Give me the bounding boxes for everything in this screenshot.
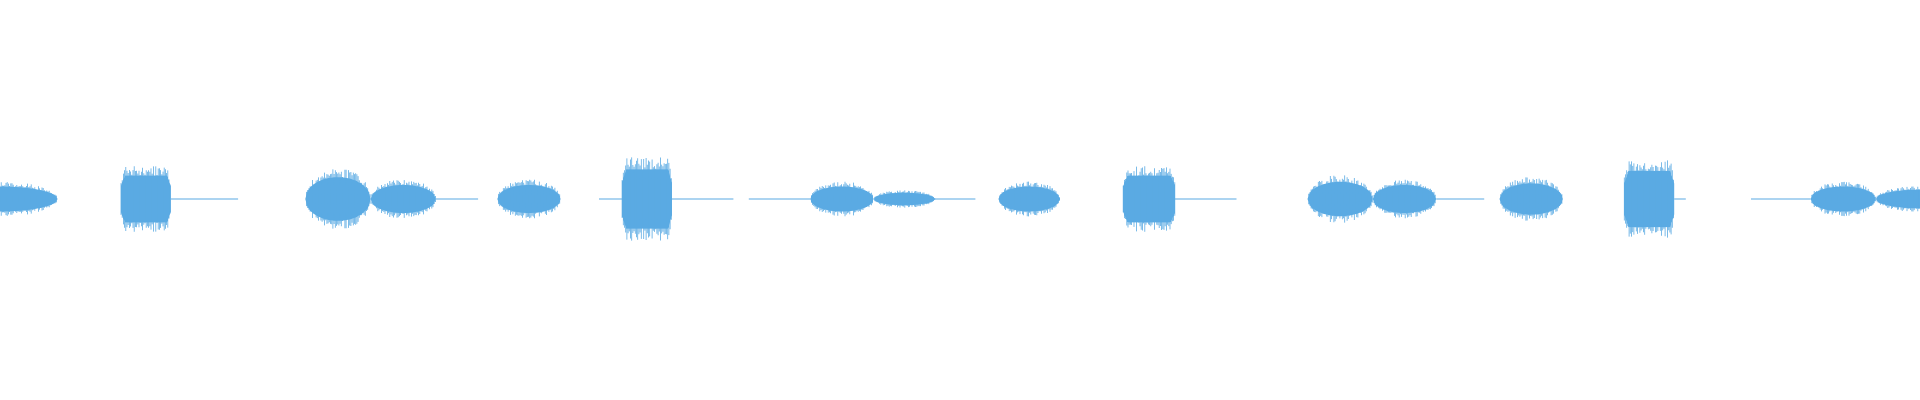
waveform-burst xyxy=(1372,179,1437,219)
burst-texture xyxy=(1308,175,1373,223)
burst-texture xyxy=(1876,186,1920,212)
waveform-burst xyxy=(1122,166,1176,232)
waveform-burst xyxy=(0,182,58,216)
burst-texture xyxy=(120,166,171,232)
waveform-burst xyxy=(1875,186,1920,212)
burst-texture xyxy=(498,179,561,219)
waveform-burst xyxy=(497,179,561,219)
burst-texture xyxy=(811,181,873,217)
burst-texture xyxy=(1373,179,1436,219)
burst-texture xyxy=(1623,160,1674,238)
waveform-burst xyxy=(1623,160,1675,238)
burst-texture xyxy=(621,157,672,241)
waveform-burst xyxy=(1307,175,1373,223)
waveform-burst xyxy=(1810,181,1876,217)
burst-texture xyxy=(1500,177,1563,221)
burst-texture xyxy=(371,180,436,218)
waveform-burst xyxy=(873,190,936,208)
burst-texture xyxy=(1811,181,1876,217)
waveform-burst xyxy=(621,157,672,241)
waveform-burst xyxy=(998,181,1060,217)
waveform-burst xyxy=(305,169,371,229)
burst-texture xyxy=(306,169,371,229)
burst-texture xyxy=(874,190,936,208)
waveform-burst xyxy=(120,166,171,232)
burst-texture xyxy=(1122,166,1176,232)
burst-texture xyxy=(0,182,57,216)
waveform-burst xyxy=(810,181,874,217)
burst-texture xyxy=(999,181,1060,217)
waveform-burst xyxy=(1499,177,1563,221)
waveform-burst xyxy=(370,180,436,218)
